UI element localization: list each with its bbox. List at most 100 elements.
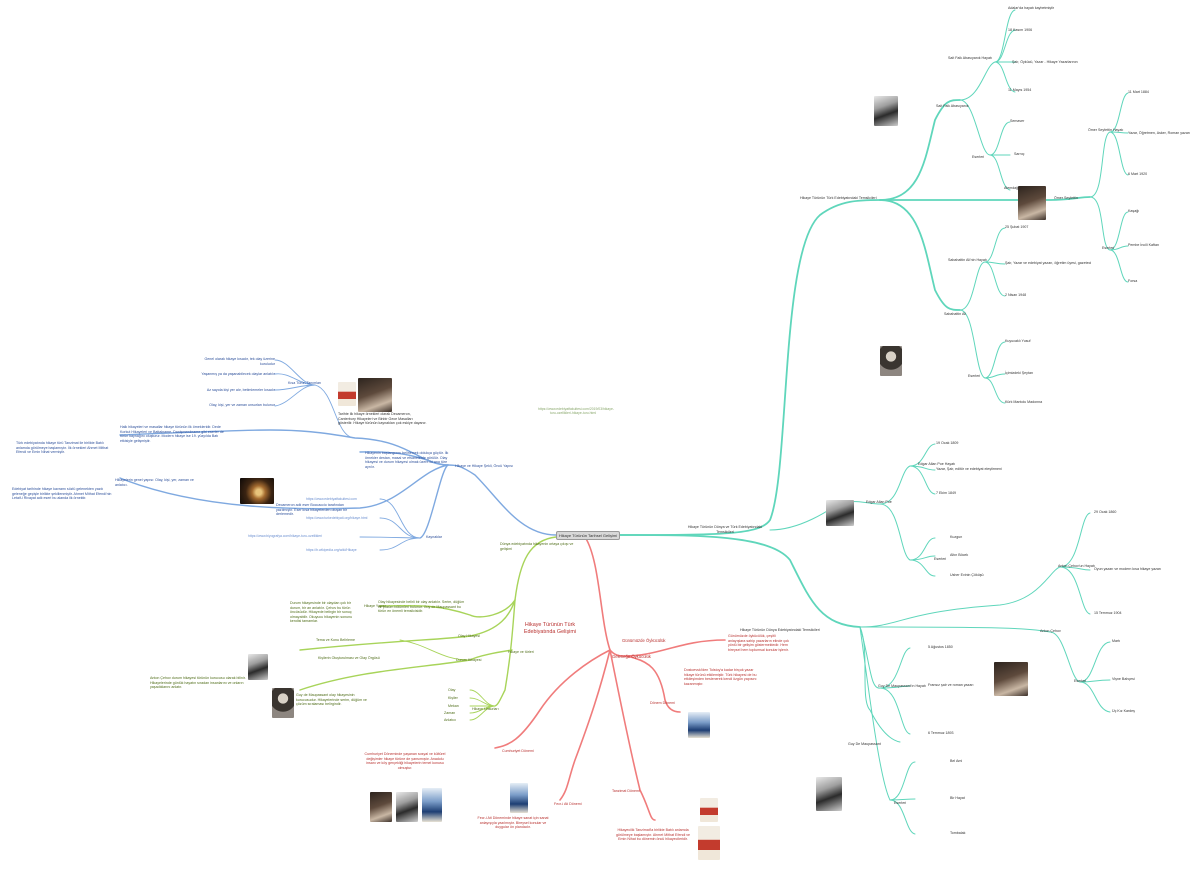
unsur-item: Olay: [448, 688, 456, 692]
kisa-item: Olay, kişi, yer ve zaman unsurları bulun…: [209, 403, 275, 407]
decameron-text: Decameron adlı eser Boccaccio tarafından…: [276, 503, 348, 517]
unsur-item: Mekan: [448, 704, 459, 708]
cumhuriyet-text: Cumhuriyet Döneminde yaşanan sosyal ve k…: [364, 752, 446, 770]
cumhuriyet-photo-2: [396, 792, 418, 822]
omer-fact: Yazar, Öğretmen, Asker, Roman yazarı: [1128, 131, 1191, 135]
n-chekhov-hayati[interactable]: Anton Çehov'un Hayatı: [1058, 564, 1095, 568]
poe-eser: Altın Böcek: [950, 553, 969, 557]
sait-fact: 11 Mayıs 1954: [1008, 88, 1032, 92]
n-durum[interactable]: Durum Hikayesi: [456, 658, 482, 662]
center-url[interactable]: https://www.edebiyatfakultesi.com/2019/0…: [538, 407, 614, 416]
n-sabahattin[interactable]: Sabahattin Ali: [944, 312, 966, 316]
n-eserleri[interactable]: Eserleri: [972, 155, 985, 159]
poe-fact: Yazar, Şair, editör ve edebiyat eleştirm…: [936, 467, 1002, 471]
n-fecri[interactable]: Fecr-i Ati Dönemi: [554, 802, 582, 806]
n-omer-hayati[interactable]: Ömer Seyfettin Hayatı: [1088, 128, 1124, 132]
n-gunumuz[interactable]: Günümüzde Öykücülük: [622, 638, 666, 643]
teal-main3[interactable]: Hikaye Türünün Dünya Edebiyatındaki Tems…: [740, 628, 820, 632]
maupassant-fact: Fransız şair ve roman yazarı: [928, 683, 974, 687]
blue-main[interactable]: Hikaye ve Hikaye Şekli, Öncü Yapısı: [455, 464, 513, 468]
n-kisa[interactable]: Kısa Türün Tanımları: [288, 381, 322, 385]
source-url[interactable]: https://www.edebiyatfakultesi.com: [306, 497, 357, 501]
n-maupassant-eser[interactable]: Eserleri: [894, 801, 907, 805]
blue-midtext: Hikayenin başlangıcını belirlemek oldukç…: [365, 451, 449, 469]
blue-branch: [119, 429, 557, 539]
n-turler[interactable]: Hikaye ve türleri: [508, 650, 534, 654]
green-branch: [299, 536, 557, 707]
sabahattin-fact: 25 Şubat 1907: [1005, 225, 1029, 229]
n-sources[interactable]: Kaynaklar: [426, 535, 442, 539]
sabahattin-fact: 2 Nisan 1948: [1005, 293, 1027, 297]
n-maupassant[interactable]: Guy De Maupassant: [848, 742, 881, 746]
book-cover-image: [338, 382, 356, 406]
omer-eser: Pembe İncili Kaftan: [1128, 243, 1159, 247]
n-omer[interactable]: Ömer Seyfettin: [1054, 196, 1078, 200]
chekhov-fact: Oyun yazarı ve modern kısa hikaye yazarı: [1094, 567, 1162, 571]
n-sabahattin-eser[interactable]: Eserleri: [968, 374, 981, 378]
blue-leftfar: Türk edebiyatında hikaye türü Tanzimat i…: [16, 441, 109, 455]
yapi-item: Kişilerin Oluşturulması ve Olay Örgüsü: [318, 656, 380, 660]
blue-lower: Hikayelerin genel yapısı: Olay, kişi, ye…: [115, 478, 194, 487]
fecri-text: Fecr-i Ati Döneminde hikaye sanat için s…: [477, 816, 549, 830]
n-sait-hayati[interactable]: Sait Faik Abasıyanık Hayatı: [948, 56, 992, 60]
poe-fact: 7 Ekim 1849: [936, 491, 956, 495]
n-poe[interactable]: Edgar Allan Poe: [866, 500, 892, 504]
maupassant-photo: [816, 777, 842, 811]
blue-leftbig: Halk hikayeleri ve masallar hikaye türün…: [120, 425, 224, 443]
sait-faik-photo: [874, 96, 898, 126]
maupassant-fact: 6 Temmuz 1893: [928, 731, 954, 735]
teal-sub-branches: [769, 9, 1129, 835]
blue-sub-branches: [274, 359, 421, 551]
chekhov-eser: Martı: [1112, 639, 1121, 643]
fecri-book-cover: [510, 783, 528, 813]
n-tanzimat[interactable]: Tanzimat Dönemi: [612, 789, 640, 793]
n-poe-eser[interactable]: Eserleri: [934, 557, 947, 561]
n-sabahattin-hayati[interactable]: Sabahattin Ali'nin Hayatı: [948, 258, 987, 262]
omer-fact: 11 Mart 1884: [1128, 90, 1149, 94]
n-sait[interactable]: Sait Faik Abasıyanık: [936, 104, 969, 108]
maupassant-small-photo: [272, 688, 294, 718]
tanzimat-text: Hikayecilik Tanzimat'la birlikte Batılı …: [615, 828, 691, 842]
n-cagdas[interactable]: Geleneğe Öykücülük: [612, 654, 651, 659]
teal-branch: [617, 99, 1091, 628]
kisa-item: Genel olarak hikaye kısadır, tek olay üz…: [204, 357, 275, 366]
n-unsurlar[interactable]: Hikaye Unsurları: [472, 707, 499, 711]
source-url[interactable]: https://www.biyografya.com/hikaye-turu-o…: [248, 534, 323, 538]
teal-main1[interactable]: Hikaye Türünün Türk Edebiyatındaki Temsi…: [800, 196, 877, 200]
teal-main2[interactable]: Hikaye Türünün Dünya ve Türk Edebiyatınd…: [687, 525, 763, 534]
green-main[interactable]: Dünya edebiyatında hikayenin ortaya çıkı…: [500, 542, 574, 551]
cumhuriyet-book-cover: [422, 788, 442, 822]
n-olay[interactable]: Olay Hikayesi: [458, 634, 480, 638]
chekhov-photo: [994, 662, 1028, 696]
n-omer-eser[interactable]: Eserleri: [1102, 246, 1115, 250]
source-url[interactable]: https://tr.wikipedia.org/wiki/Hikaye: [306, 548, 357, 552]
chekhov-eser: Vişne Bahçesi: [1112, 677, 1135, 681]
sabahattin-ali-photo: [880, 346, 902, 376]
n-cumhuriyet[interactable]: Cumhuriyet Dönemi: [502, 749, 534, 753]
cumhuriyet-photo-1: [370, 792, 392, 822]
portrait-text: Anton Çehov durum hikayesi türünün kuruc…: [150, 676, 246, 690]
decameron-painting: [240, 478, 274, 504]
tanzimat-book-cover-2: [698, 826, 720, 860]
chekhov-fact: 29 Ocak 1860: [1094, 510, 1117, 514]
kisa-item: Yaşanmış ya da yaşanabilecek olaylar anl…: [201, 372, 275, 376]
n-maupassant-hayati[interactable]: Guy De Maupassant'ın Hayatı: [878, 684, 926, 688]
omer-eser: Kaşağı: [1128, 209, 1140, 213]
chekhov-small-photo: [248, 654, 268, 680]
n-donem[interactable]: Dönem Dönemi: [650, 701, 675, 705]
eser-item: Semaver: [1010, 119, 1025, 123]
maupassant-eser: Tombalak: [950, 831, 966, 835]
donem-text: Dostoevski'den Tolstoy'a kadar birçok ya…: [684, 668, 757, 686]
source-url[interactable]: https://www.turkedebiyati.org/hikaye.htm…: [306, 516, 368, 520]
tanzimat-book-cover-1: [700, 798, 718, 822]
omer-eser: Forsa: [1128, 279, 1138, 283]
olay-text: Olay hikayesinde belirli bir olay anlatı…: [378, 600, 465, 614]
n-chekhov-eser[interactable]: Eserleri: [1074, 679, 1087, 683]
n-poe-hayati[interactable]: Edgar Allan Poe Hayatı: [918, 462, 956, 466]
n-chekhov[interactable]: Anton Çehov: [1040, 629, 1061, 633]
kisa-item: Az sayıda kişi yer alır, betimlemeler kı…: [206, 388, 275, 392]
sabahattin-eser: Kuyucaklı Yusuf: [1005, 339, 1031, 343]
eser-item: Sarnıç: [1014, 152, 1025, 156]
n-yapi[interactable]: Hikaye Yapısı: [364, 604, 386, 608]
root-node[interactable]: Hikaye Türünün Tarihsel Gelişimi: [556, 531, 620, 540]
